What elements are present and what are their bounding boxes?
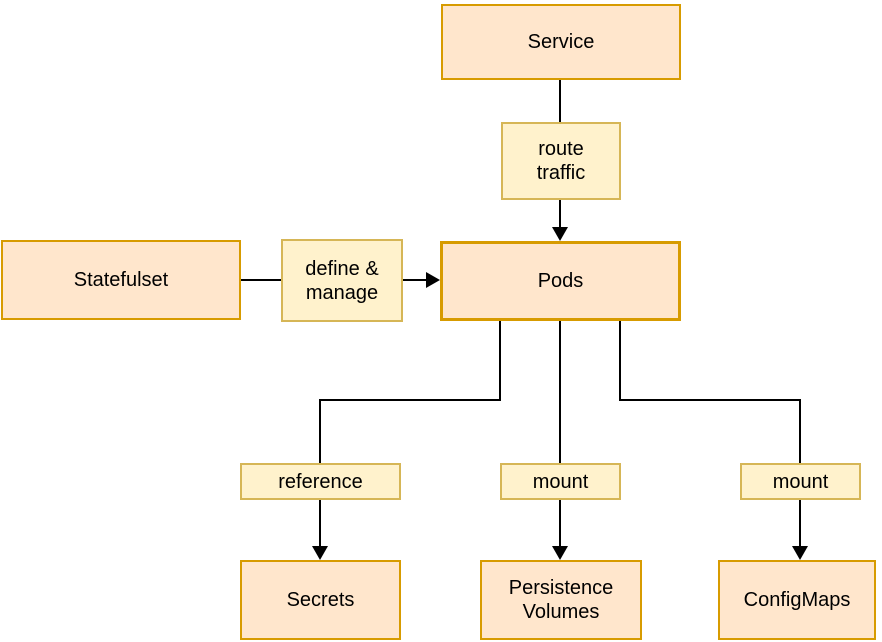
node-secrets: Secrets xyxy=(240,560,401,640)
arrowhead-pods-to-secrets xyxy=(312,546,328,560)
edge-label-mount-configmaps: mount xyxy=(740,463,861,500)
arrowhead-pods-to-persistence-volumes xyxy=(552,546,568,560)
edge-pods-to-configmaps xyxy=(619,321,801,547)
edge-label-define-manage: define & manage xyxy=(281,239,403,322)
node-configmaps: ConfigMaps xyxy=(718,560,876,640)
node-persistence-volumes: Persistence Volumes xyxy=(480,560,642,640)
edge-label-mount-volumes: mount xyxy=(500,463,621,500)
arrowhead-pods-to-configmaps xyxy=(792,546,808,560)
edge-pods-to-secrets xyxy=(319,321,501,547)
node-pods: Pods xyxy=(440,241,681,321)
edge-label-route-traffic: route traffic xyxy=(501,122,621,200)
node-statefulset: Statefulset xyxy=(1,240,241,320)
edge-label-reference: reference xyxy=(240,463,401,500)
node-service: Service xyxy=(441,4,681,80)
arrowhead-statefulset-to-pods xyxy=(426,272,440,288)
arrowhead-service-to-pods xyxy=(552,227,568,241)
